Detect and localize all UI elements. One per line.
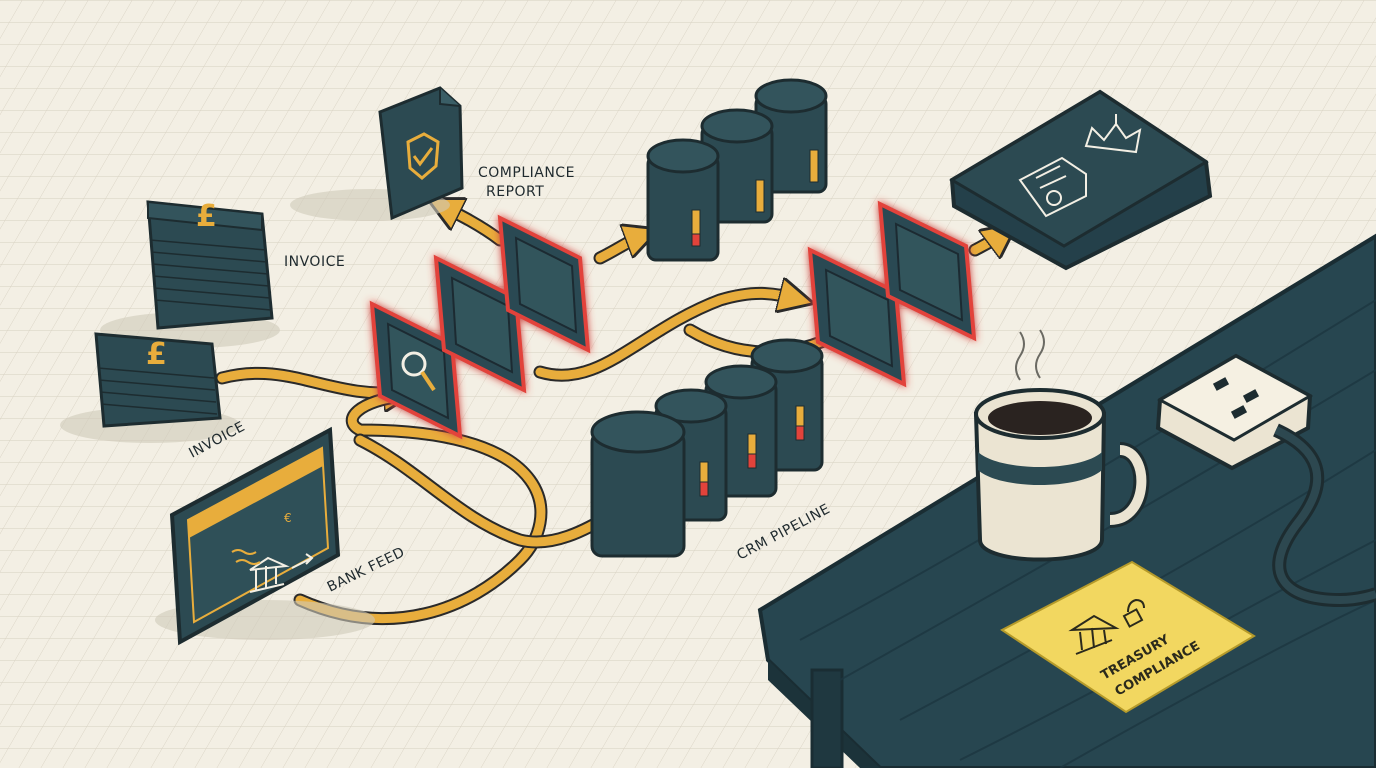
label-invoice-top: INVOICE bbox=[284, 254, 345, 270]
filter-gates-right bbox=[807, 200, 977, 388]
bank-feed-terminal: € bbox=[155, 426, 375, 646]
bank-building-icon bbox=[249, 556, 290, 593]
regulator-block bbox=[949, 89, 1213, 271]
storage-cylinders-upper bbox=[646, 78, 828, 262]
coffee-mug bbox=[973, 329, 1150, 562]
sticky-note: TREASURY COMPLIANCE bbox=[1000, 560, 1256, 714]
filter-gate-5 bbox=[877, 200, 977, 342]
filter-gate-4 bbox=[807, 246, 907, 388]
shield-check-icon bbox=[406, 132, 440, 180]
padlock-icon bbox=[1122, 598, 1145, 628]
crm-pipeline-cylinders bbox=[590, 338, 824, 558]
filter-gate-3 bbox=[497, 214, 591, 354]
pound-sign-icon: £ bbox=[196, 199, 217, 234]
filter-gates-left bbox=[369, 214, 591, 440]
label-compliance-line2: REPORT bbox=[486, 184, 544, 200]
compliance-report-document bbox=[290, 86, 464, 221]
certificate-icon bbox=[1018, 156, 1087, 218]
magnifier-icon bbox=[401, 351, 436, 392]
pound-sign-icon: £ bbox=[146, 337, 167, 372]
filter-gate-2 bbox=[433, 254, 527, 394]
power-socket bbox=[1155, 353, 1376, 608]
invoice-stack-bottom: £ bbox=[60, 332, 240, 443]
label-compliance-line1: COMPLIANCE bbox=[478, 165, 575, 181]
crown-icon bbox=[1084, 114, 1142, 154]
svg-text:€: € bbox=[284, 511, 292, 525]
filter-gate-1 bbox=[369, 300, 463, 440]
bank-building-icon bbox=[1068, 614, 1120, 655]
